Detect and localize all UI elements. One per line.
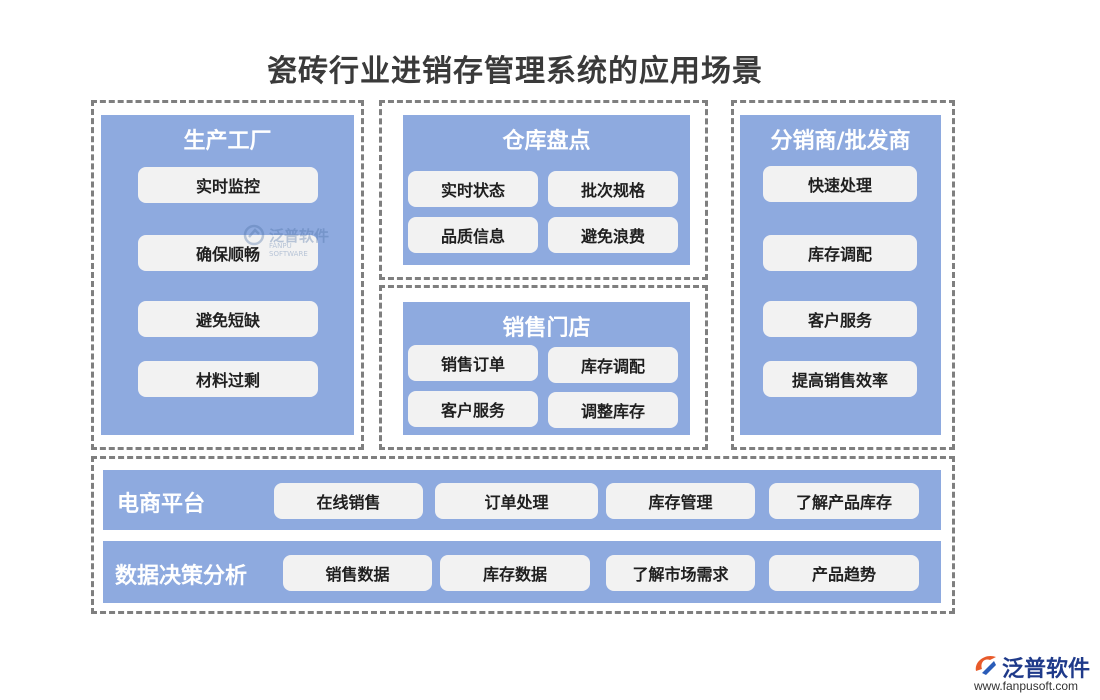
- warehouse-group-border: [379, 100, 708, 280]
- warehouse-title: 仓库盘点: [502, 129, 591, 154]
- distributor-item-fast-processing[interactable]: 快速处理: [763, 166, 917, 202]
- ecommerce-item-order-processing[interactable]: 订单处理: [435, 483, 598, 519]
- factory-title: 生产工厂: [183, 129, 272, 154]
- bottom-group-border: [91, 456, 955, 614]
- distributor-item-customer-service[interactable]: 客户服务: [763, 301, 917, 337]
- ecommerce-item-know-product-inventory[interactable]: 了解产品库存: [769, 483, 919, 519]
- ecommerce-item-online-sales[interactable]: 在线销售: [274, 483, 423, 519]
- watermark-sub: FANPU SOFTWARE: [269, 242, 308, 258]
- fanpu-logo-icon: [975, 655, 996, 675]
- distributor-item-inventory-allocation[interactable]: 库存调配: [763, 235, 917, 271]
- factory-panel: 生产工厂 实时监控 确保顺畅 避免短缺 材料过剩: [101, 115, 354, 435]
- distributor-group-border: [731, 100, 955, 450]
- factory-item-ensure-smooth[interactable]: 确保顺畅: [138, 235, 318, 271]
- factory-item-avoid-shortage[interactable]: 避免短缺: [138, 301, 318, 337]
- warehouse-panel: 仓库盘点 实时状态 批次规格 品质信息 避免浪费: [403, 115, 690, 265]
- analytics-panel: 数据决策分析 销售数据 库存数据 了解市场需求 产品趋势: [103, 541, 941, 603]
- page-title: 瓷砖行业进销存管理系统的应用场景: [267, 54, 763, 89]
- logo-name: 泛普软件: [1002, 657, 1091, 682]
- analytics-item-inventory-data[interactable]: 库存数据: [440, 555, 590, 591]
- watermark-logo-icon: [243, 224, 265, 246]
- logo-url: www.fanpusoft.com: [974, 679, 1079, 693]
- distributor-title: 分销商/批发商: [770, 129, 911, 154]
- analytics-title: 数据决策分析: [115, 564, 248, 589]
- store-title: 销售门店: [502, 316, 591, 341]
- analytics-item-market-demand[interactable]: 了解市场需求: [606, 555, 755, 591]
- distributor-item-improve-sales-efficiency[interactable]: 提高销售效率: [763, 361, 917, 397]
- watermark: 泛普软件 FANPU SOFTWARE: [243, 224, 330, 258]
- ecommerce-title: 电商平台: [117, 492, 206, 517]
- store-item-sales-order[interactable]: 销售订单: [408, 345, 538, 381]
- warehouse-item-batch-spec[interactable]: 批次规格: [548, 171, 678, 207]
- store-panel: 销售门店 销售订单 库存调配 客户服务 调整库存: [403, 302, 690, 435]
- ecommerce-panel: 电商平台 在线销售 订单处理 库存管理 了解产品库存: [103, 470, 941, 530]
- factory-item-realtime-monitor[interactable]: 实时监控: [138, 167, 318, 203]
- factory-group-border: [91, 100, 364, 450]
- analytics-item-product-trend[interactable]: 产品趋势: [769, 555, 919, 591]
- warehouse-item-quality-info[interactable]: 品质信息: [408, 217, 538, 253]
- warehouse-item-avoid-waste[interactable]: 避免浪费: [548, 217, 678, 253]
- warehouse-item-realtime-status[interactable]: 实时状态: [408, 171, 538, 207]
- ecommerce-item-inventory-management[interactable]: 库存管理: [606, 483, 755, 519]
- analytics-item-sales-data[interactable]: 销售数据: [283, 555, 432, 591]
- store-item-customer-service[interactable]: 客户服务: [408, 391, 538, 427]
- watermark-name: 泛普软件: [269, 226, 330, 245]
- brand-logo[interactable]: 泛普软件 www.fanpusoft.com: [968, 651, 1096, 695]
- factory-item-material-surplus[interactable]: 材料过剩: [138, 361, 318, 397]
- store-item-adjust-inventory[interactable]: 调整库存: [548, 392, 678, 428]
- distributor-panel: 分销商/批发商 快速处理 库存调配 客户服务 提高销售效率: [740, 115, 941, 435]
- store-item-inventory-allocation[interactable]: 库存调配: [548, 347, 678, 383]
- store-group-border: [379, 285, 708, 450]
